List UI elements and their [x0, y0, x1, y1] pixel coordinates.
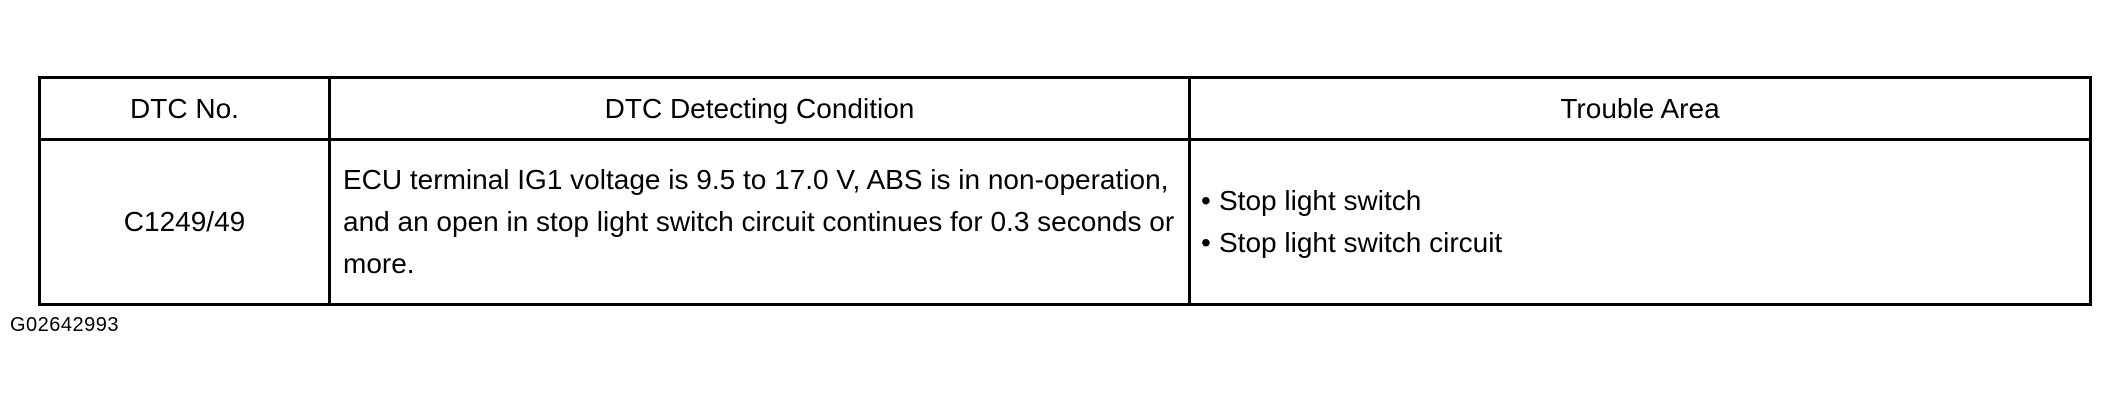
- list-item: • Stop light switch: [1201, 180, 2089, 222]
- bullet-icon: •: [1201, 185, 1211, 216]
- bullet-icon: •: [1201, 227, 1211, 258]
- cell-detecting-condition: ECU terminal IG1 voltage is 9.5 to 17.0 …: [328, 138, 1191, 306]
- dtc-table: DTC No. DTC Detecting Condition Trouble …: [38, 76, 2092, 306]
- figure-id: G02642993: [10, 314, 120, 336]
- cell-trouble-area: • Stop light switch • Stop light switch …: [1188, 138, 2092, 306]
- header-detecting-condition: DTC Detecting Condition: [328, 76, 1191, 141]
- trouble-area-list: • Stop light switch • Stop light switch …: [1201, 180, 2089, 264]
- cell-dtc-no: C1249/49: [38, 138, 331, 306]
- list-item: • Stop light switch circuit: [1201, 222, 2089, 264]
- trouble-area-item-label: Stop light switch circuit: [1219, 227, 1503, 258]
- header-trouble-area: Trouble Area: [1188, 76, 2092, 141]
- table-row: C1249/49 ECU terminal IG1 voltage is 9.5…: [38, 138, 2092, 306]
- header-dtc-no: DTC No.: [38, 76, 331, 141]
- trouble-area-item-label: Stop light switch: [1219, 185, 1422, 216]
- table-header-row: DTC No. DTC Detecting Condition Trouble …: [38, 76, 2092, 141]
